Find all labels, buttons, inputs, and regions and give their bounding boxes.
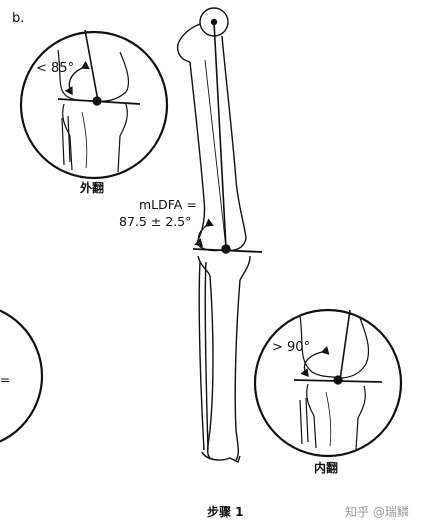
femur-mechanical-axis (213, 21, 227, 249)
valgus-fibula (61, 115, 71, 166)
left-edge-symbol: = (0, 373, 10, 387)
fibula (198, 261, 209, 451)
step-caption: 步骤 1 (207, 504, 244, 519)
varus-angle-arc (300, 346, 330, 378)
valgus-inset (19, 29, 169, 180)
valgus-caption: 外翻 (80, 180, 104, 195)
varus-joint-center (333, 375, 343, 385)
panel-label: b. (12, 11, 24, 26)
ankle (201, 451, 241, 463)
valgus-inset-circle (19, 30, 169, 180)
full-leg-drawing (176, 7, 263, 463)
valgus-angle-label: < 85° (36, 61, 74, 76)
varus-angle-label: > 90° (272, 340, 310, 355)
left-partial-circle (0, 309, 44, 443)
valgus-axis-line (84, 29, 99, 102)
varus-inset (253, 308, 403, 458)
valgus-angle-arc (64, 61, 90, 96)
varus-caption: 内翻 (314, 460, 338, 475)
varus-tibia-outline (306, 383, 366, 451)
varus-femur-outline (299, 315, 370, 379)
varus-fibula (299, 397, 309, 445)
varus-inset-circle (253, 308, 403, 458)
mldfa-label: mLDFA = (139, 197, 197, 212)
mldfa-angle-arc (194, 218, 214, 247)
valgus-tibia-outline (62, 103, 128, 173)
tibia-plateau (197, 255, 251, 281)
mldfa-value: 87.5 ± 2.5° (119, 214, 191, 229)
valgus-joint-center (92, 96, 102, 106)
varus-axis-line (339, 309, 351, 381)
femur-anatomic-axis (204, 59, 227, 249)
femur-shaft-medial (221, 35, 247, 239)
left-partial-inset (0, 309, 44, 443)
tibia-shaft (207, 275, 241, 461)
femur-shaft-lateral (189, 61, 206, 241)
watermark: 知乎 @瑞鳞 (345, 505, 409, 519)
femur-proximal-outline (176, 23, 201, 63)
